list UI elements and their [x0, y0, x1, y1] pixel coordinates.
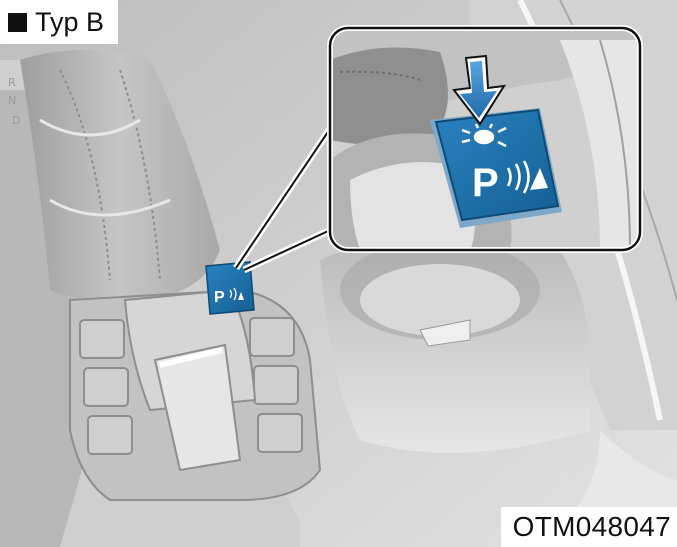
zoom-inset-frame	[328, 26, 642, 252]
gear-letter-n: N	[8, 94, 16, 107]
parking-assist-button-small[interactable]: P	[205, 261, 255, 315]
gear-letter-r: R	[8, 76, 16, 89]
variant-label: Typ B	[35, 6, 105, 37]
gear-letter-d: D	[12, 114, 20, 127]
light-burst-icon	[461, 123, 507, 148]
parking-assist-button-large[interactable]: P	[430, 108, 562, 228]
shifter-boot	[20, 50, 220, 300]
parking-sensor-icon-large	[506, 160, 548, 194]
switch-panel-buttons	[79, 317, 303, 455]
button-letter-small: P	[214, 289, 225, 306]
shift-lever	[153, 343, 242, 472]
button-letter-large: P	[472, 161, 499, 205]
black-square-icon	[8, 12, 27, 32]
variant-caption: Typ B	[0, 0, 119, 44]
figure-code: OTM048047	[500, 507, 677, 547]
parking-sensor-icon	[229, 287, 244, 301]
down-arrow-icon	[452, 54, 506, 126]
zoom-inset: P	[330, 28, 640, 250]
callout-line-top	[235, 119, 337, 269]
